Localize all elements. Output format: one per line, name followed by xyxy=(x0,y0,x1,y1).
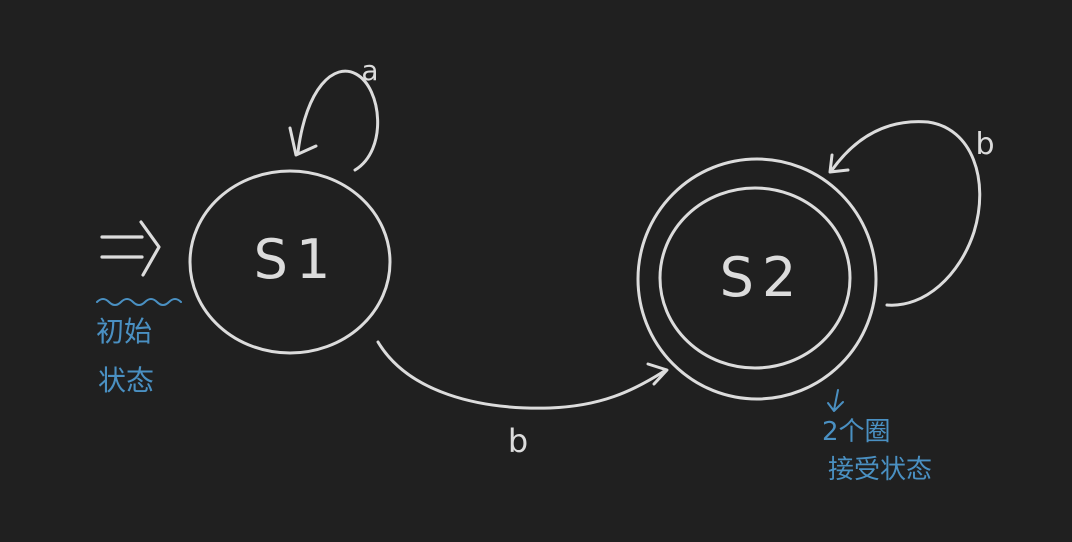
transition-s2-self-label: b xyxy=(975,127,994,162)
initial-note-line2: 状态 xyxy=(98,364,154,397)
accept-note-line2: 接受状态 xyxy=(828,455,932,485)
state-s2-inner-circle xyxy=(658,186,852,370)
state-s2-label: S2 xyxy=(720,246,805,309)
transition-s1-to-s2 xyxy=(376,340,669,410)
initial-note-line1: 初始 xyxy=(96,315,152,348)
accept-note-line1: 2个圈 xyxy=(822,417,891,447)
state-s1-circle xyxy=(188,169,392,355)
transition-s1-self-loop xyxy=(288,69,380,172)
transition-s1-self-label: a xyxy=(361,54,378,87)
transition-s1-s2-label: b xyxy=(508,422,528,460)
transition-s2-self-loop xyxy=(828,120,982,307)
state-s1-label: S1 xyxy=(254,228,339,291)
initial-state-arrow xyxy=(100,220,161,277)
state-s2-outer-circle xyxy=(636,157,878,401)
initial-note-underline xyxy=(96,298,182,306)
accept-note-arrow xyxy=(827,389,844,412)
